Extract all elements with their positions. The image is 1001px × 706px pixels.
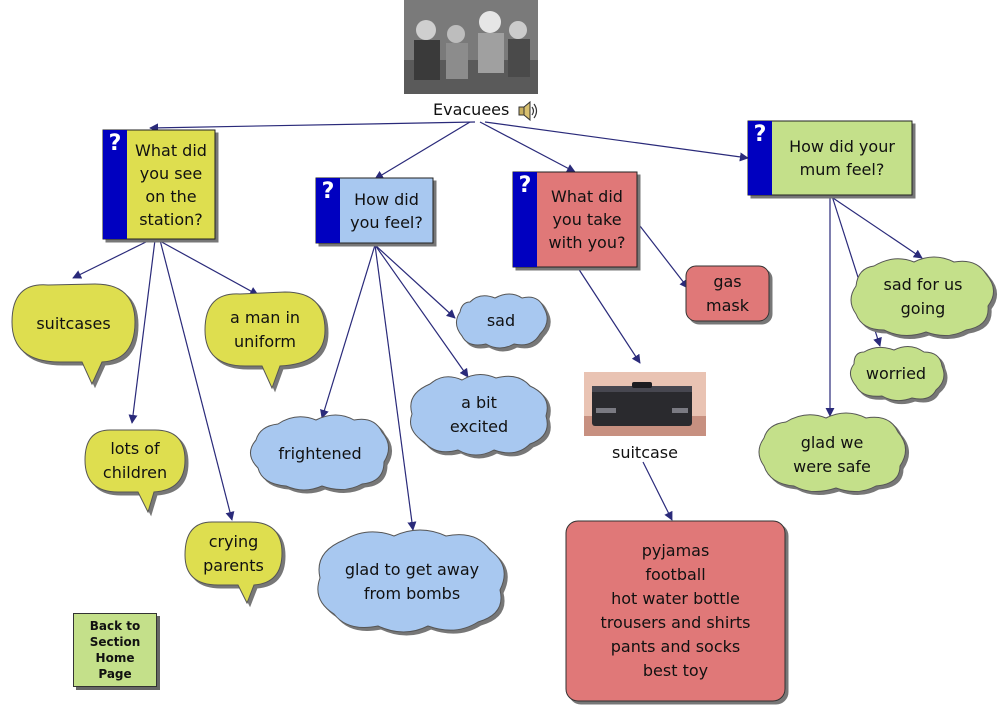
question-box-q2[interactable] xyxy=(315,177,434,244)
connector-q2-glad xyxy=(374,244,417,531)
connector-root-q4 xyxy=(484,121,749,162)
question-box-q3[interactable] xyxy=(512,171,638,268)
connector-q4-sadgoing xyxy=(829,195,923,259)
cloud-sad-for-us-going[interactable] xyxy=(850,256,994,336)
suitcase-caption: suitcase xyxy=(612,443,678,462)
q2-icon-bar xyxy=(316,178,340,243)
question-icon-q2: ? xyxy=(321,179,335,204)
connector-q3-suitcase xyxy=(577,267,641,364)
connector-q2-sad xyxy=(374,244,456,319)
box-gas-mask[interactable] xyxy=(685,265,770,322)
cloud-glad-to-get-away[interactable] xyxy=(317,529,505,633)
suitcase-photo xyxy=(584,372,706,436)
speaker-icon[interactable] xyxy=(517,100,539,122)
question-icon-q3: ? xyxy=(518,173,532,198)
question-box-q4[interactable] xyxy=(747,120,913,196)
q3-icon-bar xyxy=(513,172,537,267)
connector-q2-frightened xyxy=(320,244,376,419)
cloud-glad-we-were-safe[interactable] xyxy=(758,412,906,492)
cloud-a-bit-excited[interactable] xyxy=(410,374,548,456)
question-icon-q1: ? xyxy=(108,131,122,156)
connector-q3-gasmask xyxy=(639,225,689,289)
back-to-section-home-button[interactable]: Back to Section Home Page xyxy=(73,613,157,687)
evacuees-photo-image xyxy=(404,0,538,94)
q4-icon-bar xyxy=(748,121,772,195)
connector-q1-suitcases xyxy=(72,239,151,279)
question-box-q1[interactable] xyxy=(102,129,216,240)
connector-q1-parents xyxy=(159,239,235,521)
cloud-worried[interactable] xyxy=(850,346,945,402)
connector-root-q3 xyxy=(479,121,576,173)
cloud-frightened[interactable] xyxy=(250,414,389,491)
bubble-lots-of-children[interactable] xyxy=(84,429,186,514)
connectors xyxy=(72,121,923,531)
evacuees-photo xyxy=(404,0,538,94)
bubble-crying-parents[interactable] xyxy=(184,521,283,605)
connector-q1-man xyxy=(157,239,259,296)
cloud-sad[interactable] xyxy=(456,293,548,349)
suitcase-photo-image xyxy=(584,372,706,436)
bubble-man-in-uniform[interactable] xyxy=(204,291,326,390)
question-icon-q4: ? xyxy=(753,122,767,147)
connector-q2-excited xyxy=(374,244,469,378)
q4-box-fill xyxy=(747,120,913,196)
root-label: Evacuees xyxy=(433,100,510,119)
bubble-suitcases[interactable] xyxy=(11,283,136,386)
box-suitcase-contents xyxy=(565,520,786,702)
connector-root-q1 xyxy=(149,121,476,133)
q1-icon-bar xyxy=(103,130,127,239)
connector-root-q2 xyxy=(374,121,471,180)
connector-suitcase-contents xyxy=(642,461,673,521)
connector-q1-children xyxy=(128,239,156,424)
